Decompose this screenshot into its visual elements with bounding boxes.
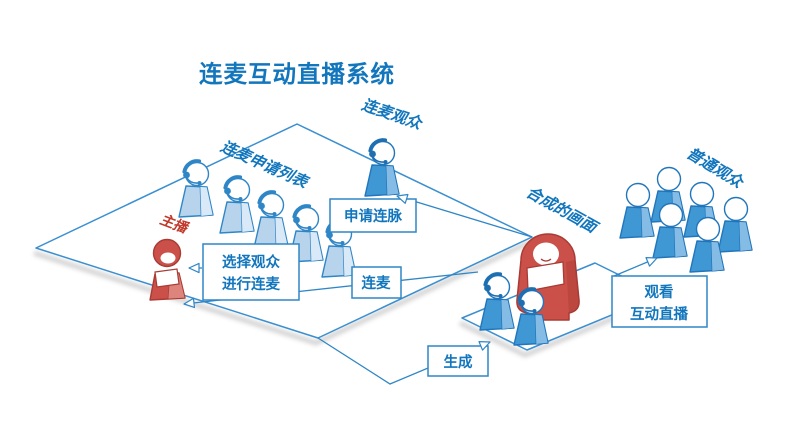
headset-icon (182, 159, 202, 174)
headset-icon (223, 175, 243, 190)
normal-viewer-5 (652, 202, 688, 259)
headset-earcup-icon (484, 284, 491, 292)
small-platform-shadow (458, 303, 644, 358)
select-callout: 选择观众 进行连麦 (202, 243, 300, 301)
headset-icon (257, 190, 277, 205)
anchor-figure (149, 238, 186, 301)
normal-viewer-3 (717, 196, 753, 253)
lianmai-connector-arrowhead (183, 297, 196, 309)
apply-callout-box (329, 198, 417, 233)
mic-viewer-label: 连麦观众 (359, 96, 428, 133)
generate-connector-arrowhead (478, 341, 491, 351)
headset-icon (483, 272, 503, 287)
lianmai-callout-text: 连麦 (362, 274, 391, 292)
headset-mic-arm-icon (186, 177, 199, 184)
figure-body-side (738, 221, 753, 252)
figure-body-side (385, 165, 400, 196)
list-viewer-3 (253, 190, 289, 249)
anchor-laptop-icon (154, 268, 180, 288)
figure-body-side (673, 227, 688, 258)
composite-viewer-2 (513, 287, 549, 346)
figure-body-side (199, 186, 214, 217)
headset-mic-icon (307, 226, 312, 230)
figure-body-side (710, 241, 725, 272)
watch-callout-line1: 观看 (645, 284, 674, 301)
figure-head (689, 181, 715, 207)
headset-earcup-icon (369, 150, 376, 158)
headset-icon (368, 138, 388, 153)
figure-body-side (640, 207, 655, 238)
figure-head (656, 166, 682, 192)
apply-callout: 申请连脉 (329, 198, 417, 233)
generate-callout-text: 生成 (444, 353, 473, 371)
select-callout-line1: 选择观众 (222, 253, 280, 271)
host-hair-side (566, 260, 580, 313)
composite-label: 合成的画面 (522, 184, 603, 236)
headset-mic-arm-icon (227, 193, 240, 200)
list-viewer-1 (178, 159, 214, 218)
headset-earcup-icon (518, 299, 525, 307)
headset-mic-icon (340, 241, 345, 245)
anchor-face (160, 252, 176, 264)
watch-callout: 观看 互动直播 (611, 275, 708, 328)
figure-body-side (240, 202, 255, 233)
list-viewer-2 (219, 175, 255, 234)
arrowhead-layer (183, 193, 658, 351)
headset-earcup-icon (224, 187, 231, 195)
figures-layer (149, 138, 753, 346)
figure-head (695, 216, 721, 242)
select-callout-line2: 进行连麦 (222, 275, 280, 293)
headset-mic-arm-icon (521, 305, 534, 312)
headset-mic-arm-icon (296, 222, 309, 229)
figure-body-side (534, 314, 549, 345)
lianmai-callout: 连麦 (351, 266, 402, 299)
headset-earcup-icon (326, 231, 333, 239)
headset-mic-arm-icon (261, 208, 274, 215)
headset-earcup-icon (293, 216, 300, 224)
headset-mic-arm-icon (372, 156, 385, 163)
select-callout-box (202, 243, 300, 301)
headset-mic-icon (532, 309, 537, 313)
headset-mic-icon (197, 181, 202, 185)
headset-earcup-icon (183, 171, 190, 179)
normal-viewers-label: 普通观众 (683, 145, 750, 191)
figure-head (625, 182, 651, 208)
lianmai-callout-box (351, 266, 402, 299)
headset-mic-arm-icon (329, 237, 342, 244)
apply-connector-arrowhead (396, 193, 409, 204)
host-screen-icon (526, 261, 565, 292)
generate-callout: 生成 (427, 345, 489, 377)
headset-mic-arm-icon (487, 290, 500, 297)
watch-callout-box (611, 275, 708, 328)
headset-earcup-icon (258, 202, 265, 210)
mic-viewer-figure (364, 138, 400, 197)
headset-mic-icon (498, 294, 503, 298)
normal-viewer-4 (619, 182, 655, 239)
big-platform-shadow (33, 239, 532, 346)
headset-mic-icon (238, 197, 243, 201)
normal-viewer-6 (689, 216, 725, 273)
figure-body-side (500, 299, 515, 330)
host-face (533, 242, 559, 266)
watch-callout-line2: 互动直播 (630, 305, 688, 323)
headset-icon (292, 204, 312, 219)
watch-connector-arrowhead (645, 257, 658, 267)
figure-head (723, 196, 749, 222)
figure-head (658, 202, 684, 228)
headset-mic-icon (383, 160, 388, 164)
composite-viewer-1 (479, 272, 515, 331)
page-title: 连麦互动直播系统 (199, 60, 395, 88)
generate-callout-box (427, 345, 489, 377)
host-smile (540, 258, 552, 262)
figure-body-side (309, 231, 324, 262)
apply-callout-text: 申请连脉 (344, 207, 402, 225)
select-leader-arrowhead (188, 262, 200, 274)
headset-mic-icon (272, 212, 277, 216)
headset-icon (517, 287, 537, 302)
apply-connector (396, 195, 533, 238)
